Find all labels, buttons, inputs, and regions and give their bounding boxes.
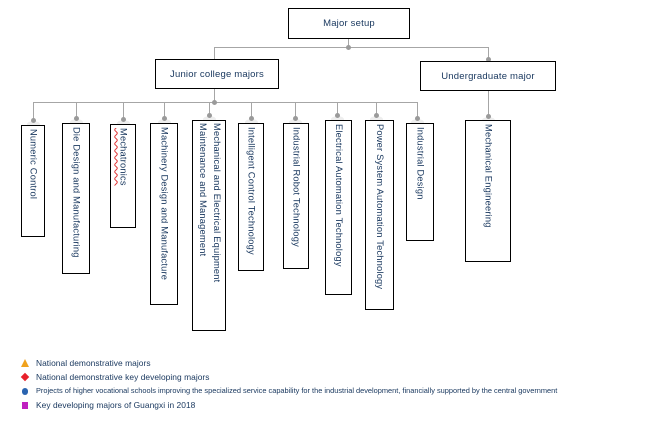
- connector-drop-dot-8: [335, 113, 340, 118]
- node-intelligent-control-technology-label: Intelligent Control Technology: [246, 127, 257, 255]
- node-machinery-design-and-manufacture-label: Machinery Design and Manufacture: [159, 127, 170, 281]
- connector-leaf-drop-3: [123, 102, 124, 124]
- node-major-setup[interactable]: Major setup: [288, 8, 410, 39]
- legend-label-3: Projects of higher vocational schools im…: [36, 386, 558, 395]
- connector-leaf-drop-5: [209, 102, 210, 120]
- connector-drop-dot-1: [31, 118, 36, 123]
- connector-stub-1: [27, 121, 40, 128]
- connector-trunk-dot: [346, 45, 351, 50]
- diamond-icon: [20, 371, 31, 382]
- connector-root-down: [348, 39, 349, 48]
- legend-label-4: Key developing majors of Guangxi in 2018: [36, 399, 196, 410]
- connector-drop-dot-5: [207, 113, 212, 118]
- node-junior-college-majors-label: Junior college majors: [170, 68, 264, 80]
- node-undergraduate-major[interactable]: Undergraduate major: [420, 61, 556, 91]
- node-mechanical-engineering-label: Mechanical Engineering: [483, 124, 494, 228]
- connector-stub-8: [331, 116, 344, 123]
- connector-drop-dot-9: [374, 113, 379, 118]
- connector-leaf-drop-6: [251, 102, 252, 123]
- node-mechatronics-label: Mechatronics: [118, 128, 129, 186]
- connector-leaf-drop-2: [76, 102, 77, 123]
- connector-leaf-drop-7: [295, 102, 296, 123]
- connector-stub-4: [158, 119, 171, 126]
- connector-undergrad-down: [488, 91, 489, 120]
- connector-to-undergraduate: [488, 47, 489, 61]
- square-icon: [20, 399, 31, 410]
- node-junior-college-majors[interactable]: Junior college majors: [155, 59, 279, 89]
- node-undergraduate-major-label: Undergraduate major: [441, 70, 535, 82]
- connector-drop-dot-11: [486, 114, 491, 119]
- node-mechanical-electrical-line2: Maintenance and Management: [198, 123, 208, 257]
- connector-drop-dot-10: [415, 116, 420, 121]
- connector-drop-dot-2: [74, 116, 79, 121]
- node-intelligent-control-technology[interactable]: Intelligent Control Technology: [238, 123, 264, 271]
- legend: National demonstrative majors National d…: [20, 356, 650, 412]
- connector-drop-dot-7: [293, 116, 298, 121]
- node-electrical-automation-technology-label: Electrical Automation Technology: [333, 124, 344, 267]
- connector-leaf-drop-8: [337, 102, 338, 120]
- node-mechanical-electrical-line1: Mechanical and Electrical Equipment: [211, 123, 222, 283]
- node-die-design-and-manufacturing[interactable]: Die Design and Manufacturing: [62, 123, 90, 274]
- node-electrical-automation-technology[interactable]: Electrical Automation Technology: [325, 120, 352, 295]
- connector-stub-2: [70, 119, 83, 126]
- connector-trunk-bus: [214, 47, 489, 48]
- node-industrial-robot-technology[interactable]: Industrial Robot Technology: [283, 123, 309, 269]
- node-mechanical-electrical-equipment-maintenance[interactable]: Mechanical and Electrical Equipment Main…: [192, 120, 226, 331]
- connector-leaf-bus: [33, 102, 418, 103]
- connector-stub-10: [411, 119, 424, 126]
- circle-icon: [20, 385, 31, 396]
- connector-stub-3: [117, 120, 130, 127]
- triangle-icon: [20, 357, 31, 368]
- connector-leaf-bus-dot: [212, 100, 217, 105]
- legend-item-projects-of-higher-vocational-schools: Projects of higher vocational schools im…: [20, 384, 650, 397]
- legend-item-key-developing-majors-of-guangxi: Key developing majors of Guangxi in 2018: [20, 398, 650, 411]
- node-power-system-automation-technology-label: Power System Automation Technology: [374, 124, 385, 290]
- connector-stub-5: [203, 116, 216, 123]
- connector-stub-9: [370, 116, 383, 123]
- legend-item-national-demonstrative-majors: National demonstrative majors: [20, 356, 650, 369]
- connector-stub-6: [245, 119, 258, 126]
- node-power-system-automation-technology[interactable]: Power System Automation Technology: [365, 120, 394, 310]
- node-industrial-robot-technology-label: Industrial Robot Technology: [291, 127, 302, 247]
- connector-drop-dot-4: [162, 116, 167, 121]
- connector-to-junior-college: [214, 47, 215, 59]
- legend-item-national-demonstrative-key-developing-majors: National demonstrative key developing ma…: [20, 370, 650, 383]
- connector-leaf-drop-4: [164, 102, 165, 123]
- connector-undergraduate-dot: [486, 57, 491, 62]
- legend-label-2: National demonstrative key developing ma…: [36, 371, 210, 382]
- node-numeric-control-label: Numeric Control: [28, 129, 39, 200]
- node-major-setup-label: Major setup: [323, 18, 375, 29]
- connector-junior-down: [214, 89, 215, 102]
- connector-leaf-drop-10: [417, 102, 418, 123]
- node-industrial-design-label: Industrial Design: [415, 127, 426, 200]
- connector-drop-dot-6: [249, 116, 254, 121]
- legend-label-1: National demonstrative majors: [36, 357, 151, 368]
- node-numeric-control[interactable]: Numeric Control: [21, 125, 45, 237]
- connector-drop-dot-3: [121, 117, 126, 122]
- node-industrial-design[interactable]: Industrial Design: [406, 123, 434, 241]
- node-mechanical-electrical-equipment-maintenance-label: Mechanical and Electrical Equipment Main…: [195, 123, 223, 330]
- node-machinery-design-and-manufacture[interactable]: Machinery Design and Manufacture: [150, 123, 178, 305]
- node-mechanical-engineering[interactable]: Mechanical Engineering: [465, 120, 511, 262]
- node-die-design-and-manufacturing-label: Die Design and Manufacturing: [71, 127, 82, 258]
- connector-stub-7: [289, 119, 302, 126]
- node-mechatronics[interactable]: Mechatronics: [110, 124, 136, 228]
- connector-leaf-drop-9: [376, 102, 377, 120]
- connector-leaf-drop-1: [33, 102, 34, 125]
